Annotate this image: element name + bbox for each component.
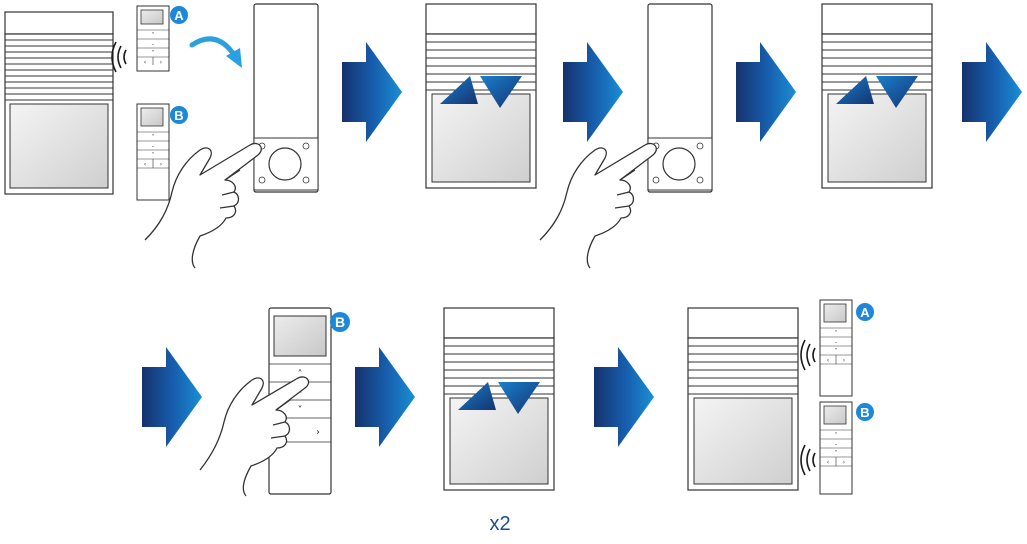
right-glyph: › [843, 459, 845, 466]
hand-press-icon [199, 376, 310, 497]
shutter-window-closed [4, 11, 114, 195]
down-glyph: ˅ [152, 50, 155, 57]
badge-b: B [170, 106, 188, 124]
badge-a: A [856, 303, 874, 321]
wall-transmitter [253, 3, 319, 193]
repeat-count-label: x2 [489, 513, 511, 535]
remote-control-a: ˄ - ˅ ‹ › [136, 5, 170, 72]
shutter-window-jog [443, 307, 555, 491]
step-arrow-icon [355, 347, 415, 447]
jog-down-arrow-icon [498, 382, 540, 414]
left-glyph: ‹ [827, 357, 829, 364]
remote-control-b-large: ˄ - ˅ › [268, 307, 332, 495]
shutter-window-jog [425, 3, 537, 189]
stop-glyph: - [835, 441, 837, 448]
radio-waves-icon [111, 41, 127, 73]
step-arrow-icon [563, 42, 623, 142]
step-arrow-icon [594, 347, 654, 447]
right-glyph: › [843, 357, 845, 364]
left-glyph: ‹ [827, 459, 829, 466]
up-glyph: ˄ [152, 134, 155, 141]
jog-down-arrow-icon [876, 76, 918, 108]
up-glyph: ˄ [835, 432, 838, 439]
left-glyph: ‹ [144, 59, 146, 66]
jog-up-arrow-icon [458, 382, 496, 410]
badge-a: A [170, 6, 188, 24]
left-glyph: ‹ [144, 161, 146, 168]
wall-transmitter [647, 3, 713, 193]
jog-up-arrow-icon [836, 76, 874, 104]
shutter-window-jog [821, 3, 933, 189]
step-arrow-icon [342, 42, 402, 142]
radio-waves-icon [800, 339, 816, 371]
right-glyph: › [316, 427, 320, 438]
step-arrow-icon [142, 347, 202, 447]
remote-control-a: ˄ - ˅ ‹ › [819, 299, 853, 397]
up-glyph: ˄ [835, 330, 838, 337]
step-arrow-icon [962, 42, 1022, 142]
badge-b-label: B [860, 405, 869, 420]
curved-arrow-icon [189, 36, 242, 68]
up-glyph: ˄ [152, 32, 155, 39]
up-glyph: ˄ [298, 368, 303, 380]
badge-a-label: A [860, 305, 870, 320]
badge-b-label: B [174, 108, 183, 123]
stop-glyph: - [298, 387, 302, 398]
down-glyph: ˅ [835, 348, 838, 355]
stop-glyph: - [835, 339, 837, 346]
stop-glyph: - [152, 143, 154, 150]
radio-waves-icon [800, 444, 816, 476]
right-glyph: › [160, 161, 162, 168]
remote-control-b: ˄ - ˅ ‹ › [819, 401, 853, 495]
badge-a-label: A [174, 8, 184, 23]
jog-up-arrow-icon [440, 76, 478, 104]
down-glyph: ˅ [298, 404, 303, 416]
hand-press-icon [539, 142, 657, 269]
right-glyph: › [160, 59, 162, 66]
shutter-window-final [687, 307, 799, 491]
jog-down-arrow-icon [480, 76, 522, 108]
badge-b: B [330, 312, 350, 332]
badge-b-label: B [335, 314, 345, 330]
hand-press-icon [144, 142, 262, 269]
step-arrow-icon [736, 42, 796, 142]
badge-b: B [856, 403, 874, 421]
stop-glyph: - [152, 41, 154, 48]
remote-control-b: ˄ - ˅ ‹ › [136, 103, 170, 201]
down-glyph: ˅ [835, 450, 838, 457]
down-glyph: ˅ [152, 152, 155, 159]
